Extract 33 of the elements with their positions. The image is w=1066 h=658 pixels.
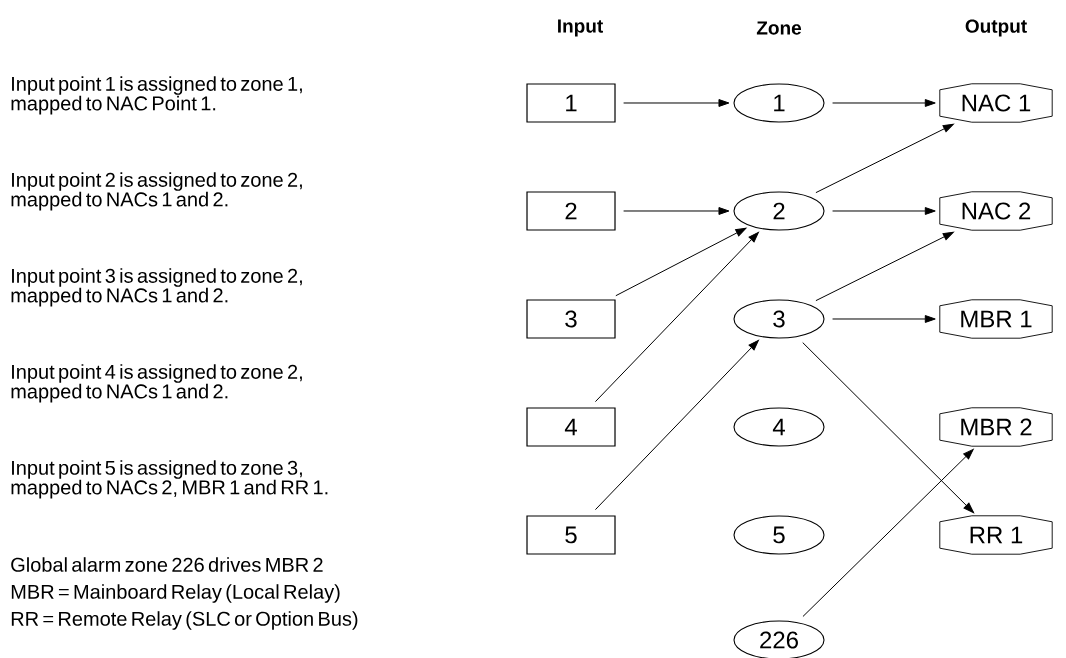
- arrow: [832, 99, 936, 107]
- description-text: Input point 3 is assigned to zone 2, mapped to NACs 1 and 2.: [11, 268, 302, 307]
- arrow: [802, 448, 974, 617]
- input-box: 3: [526, 299, 616, 339]
- description-text: RR = Remote Relay (SLC or Option Bus): [11, 611, 358, 630]
- output-octagon: MBR 2: [939, 407, 1053, 447]
- description-text: Input point 4 is assigned to zone 2, mapped to NACs 1 and 2.: [11, 364, 302, 403]
- arrow: [802, 342, 974, 514]
- description-text: Input point 1 is assigned to zone 1, mapped to NAC Point 1.: [11, 76, 302, 115]
- arrow: [832, 207, 936, 215]
- arrow: [832, 315, 936, 323]
- description-text: Global alarm zone 226 drives MBR 2: [11, 557, 323, 572]
- output-octagon: RR 1: [939, 515, 1053, 555]
- output-octagon: MBR 1: [939, 299, 1053, 339]
- arrow: [623, 207, 730, 215]
- column-header: Output: [965, 19, 1027, 37]
- description-text: Input point 2 is assigned to zone 2, mapped to NACs 1 and 2.: [11, 172, 302, 211]
- input-box: 2: [526, 191, 616, 231]
- column-header: Zone: [756, 21, 802, 35]
- arrow: [815, 123, 954, 194]
- arrow: [594, 231, 759, 403]
- input-box: 4: [526, 407, 616, 447]
- arrow: [594, 339, 759, 511]
- description-text: MBR = Mainboard Relay (Local Relay): [11, 584, 340, 603]
- arrow: [623, 99, 730, 107]
- column-header: Input: [558, 19, 603, 37]
- arrow: [815, 231, 954, 302]
- input-box: 5: [526, 515, 616, 555]
- output-octagon: NAC 2: [939, 191, 1053, 231]
- description-text: Input point 5 is assigned to zone 3, mapped to NACs 2, MBR 1 and RR 1.: [11, 460, 328, 499]
- output-octagon: NAC 1: [939, 83, 1053, 123]
- arrow: [615, 227, 747, 297]
- input-box: 1: [526, 83, 616, 123]
